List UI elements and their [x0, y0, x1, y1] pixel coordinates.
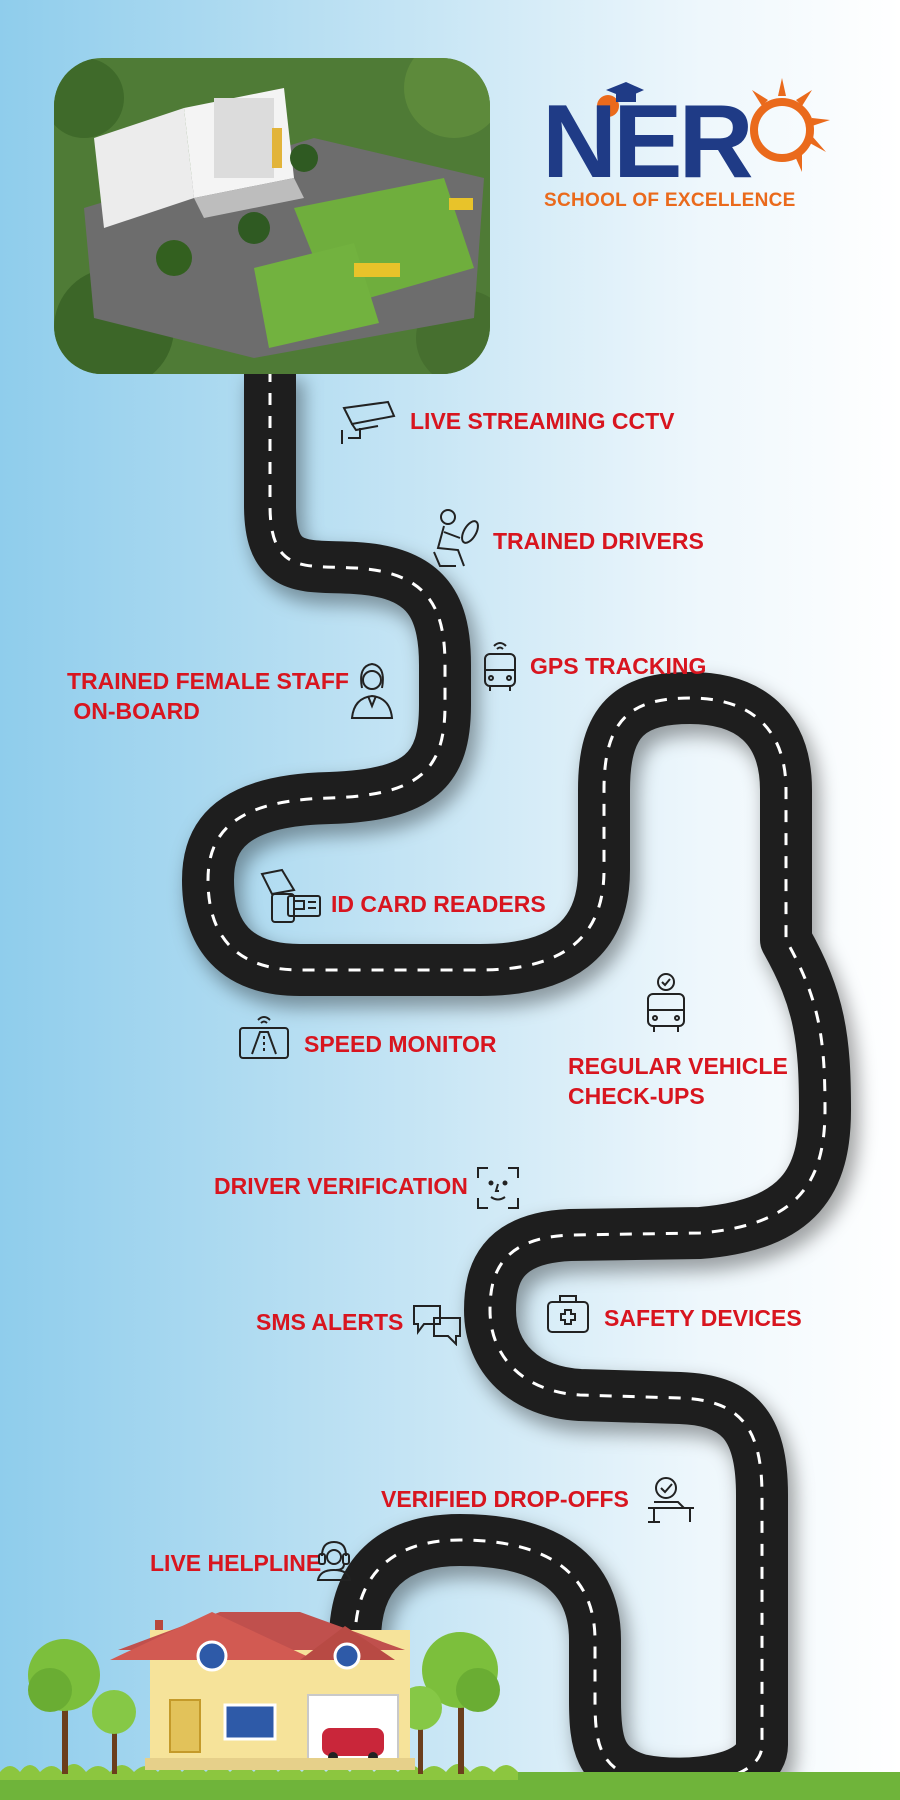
feature-label-gps: GPS TRACKING: [530, 653, 707, 679]
feature-label-drivers: TRAINED DRIVERS: [493, 528, 704, 554]
feature-label-female-staff-line2: ON-BOARD: [67, 698, 200, 724]
bus-gps-icon: [484, 642, 516, 691]
logo-letters: NER: [542, 84, 754, 200]
feature-label-female-staff: TRAINED FEMALE STAFF ON-BOARD: [67, 666, 349, 726]
feature-label-female-staff-line1: TRAINED FEMALE STAFF: [67, 668, 349, 694]
feature-label-sms-alerts: SMS ALERTS: [256, 1309, 404, 1335]
feature-label-vehicle-checkups-line2: CHECK-UPS: [568, 1083, 705, 1109]
cctv-camera-icon: [341, 400, 396, 444]
driver-steering-icon: [433, 509, 479, 567]
feature-label-vehicle-checkups: REGULAR VEHICLE CHECK-UPS: [568, 1051, 788, 1111]
graduation-cap-icon: [597, 82, 644, 117]
tree-left-small: [92, 1690, 136, 1774]
bus-check-icon: [647, 973, 685, 1032]
tree-right: [398, 1632, 500, 1774]
face-scan-icon: [477, 1167, 519, 1209]
verified-drop-icon: [648, 1477, 694, 1523]
feature-label-helpline: LIVE HELPLINE: [150, 1550, 322, 1576]
feature-label-cctv: LIVE STREAMING CCTV: [410, 408, 675, 434]
feature-label-driver-verification: DRIVER VERIFICATION: [214, 1173, 468, 1199]
sun-icon: [750, 78, 830, 172]
id-card-reader-icon: [260, 868, 321, 923]
first-aid-kit-icon: [547, 1295, 589, 1333]
female-staff-icon: [350, 662, 394, 719]
logo-tagline: SCHOOL OF EXCELLENCE: [544, 190, 796, 211]
headset-icon: [316, 1540, 352, 1581]
tree-left: [28, 1639, 100, 1774]
house: [110, 1612, 415, 1770]
speed-monitor-icon: [239, 1016, 289, 1059]
school-logo: NER SCHOOL OF EXCELLENCE: [540, 78, 840, 218]
campus-aerial-photo: [54, 58, 490, 374]
feature-label-safety-devices: SAFETY DEVICES: [604, 1305, 802, 1331]
chat-bubbles-icon: [413, 1305, 461, 1346]
feature-label-id-card: ID CARD READERS: [331, 891, 546, 917]
feature-label-drop-offs: VERIFIED DROP-OFFS: [381, 1486, 629, 1512]
feature-label-speed-monitor: SPEED MONITOR: [304, 1031, 497, 1057]
feature-label-vehicle-checkups-line1: REGULAR VEHICLE: [568, 1053, 788, 1079]
